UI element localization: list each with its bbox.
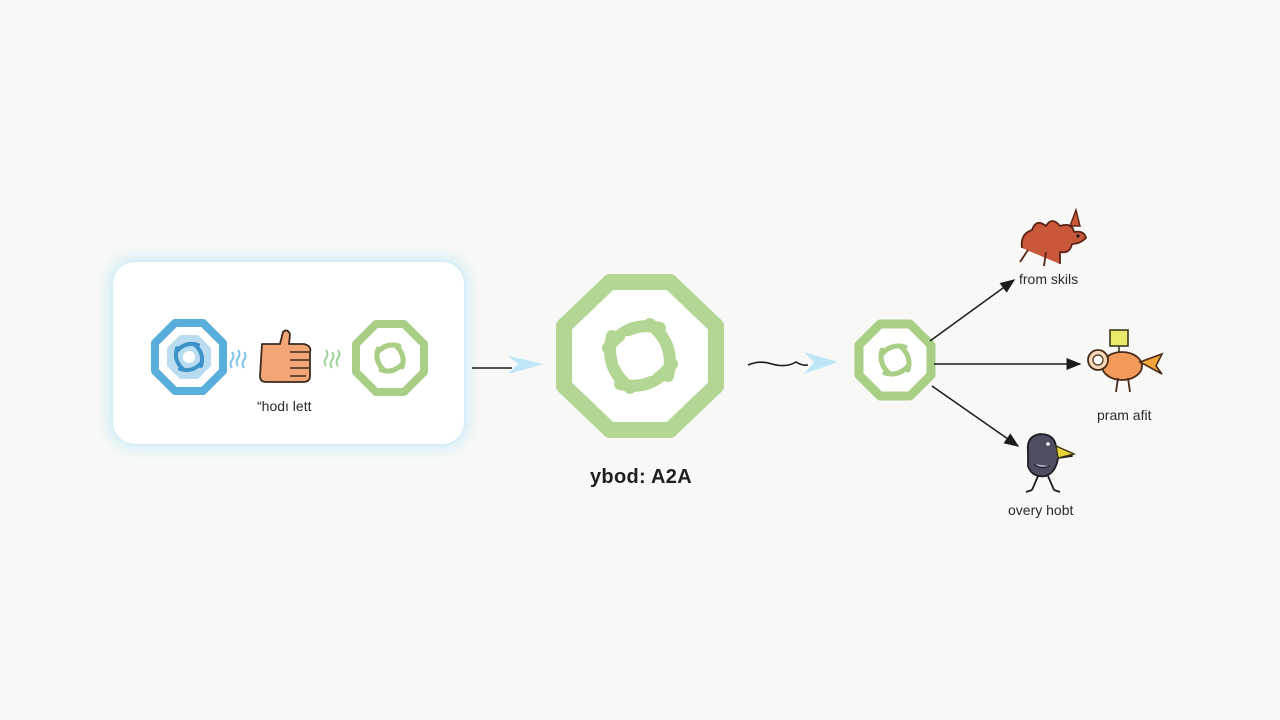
- edge-to-skills: [929, 279, 1016, 342]
- output-label-skills: from skils: [1019, 271, 1079, 287]
- handshake-icon: [259, 329, 312, 383]
- center-caption: ybod: A2A: [590, 466, 692, 488]
- wave-marks-left-icon: [229, 349, 247, 369]
- lamp-bird-icon: [1087, 329, 1164, 393]
- arrow-to-center: [472, 356, 544, 374]
- wave-marks-right-icon: [323, 349, 341, 369]
- edge-to-overy: [931, 385, 1020, 447]
- dragon-icon: [1019, 207, 1087, 267]
- output-label-pram: pram afit: [1097, 407, 1152, 423]
- crow-icon: [1025, 433, 1077, 493]
- source-panel-caption: “hodı lett: [257, 398, 312, 414]
- a2a-hub-node-icon: [556, 274, 724, 438]
- arrow-to-router: [747, 352, 838, 374]
- green-agent-node-small-icon: [352, 320, 428, 396]
- output-label-overy: overy hobt: [1008, 502, 1074, 518]
- blue-agent-node-icon: [151, 319, 227, 395]
- router-agent-node-icon: [854, 319, 936, 401]
